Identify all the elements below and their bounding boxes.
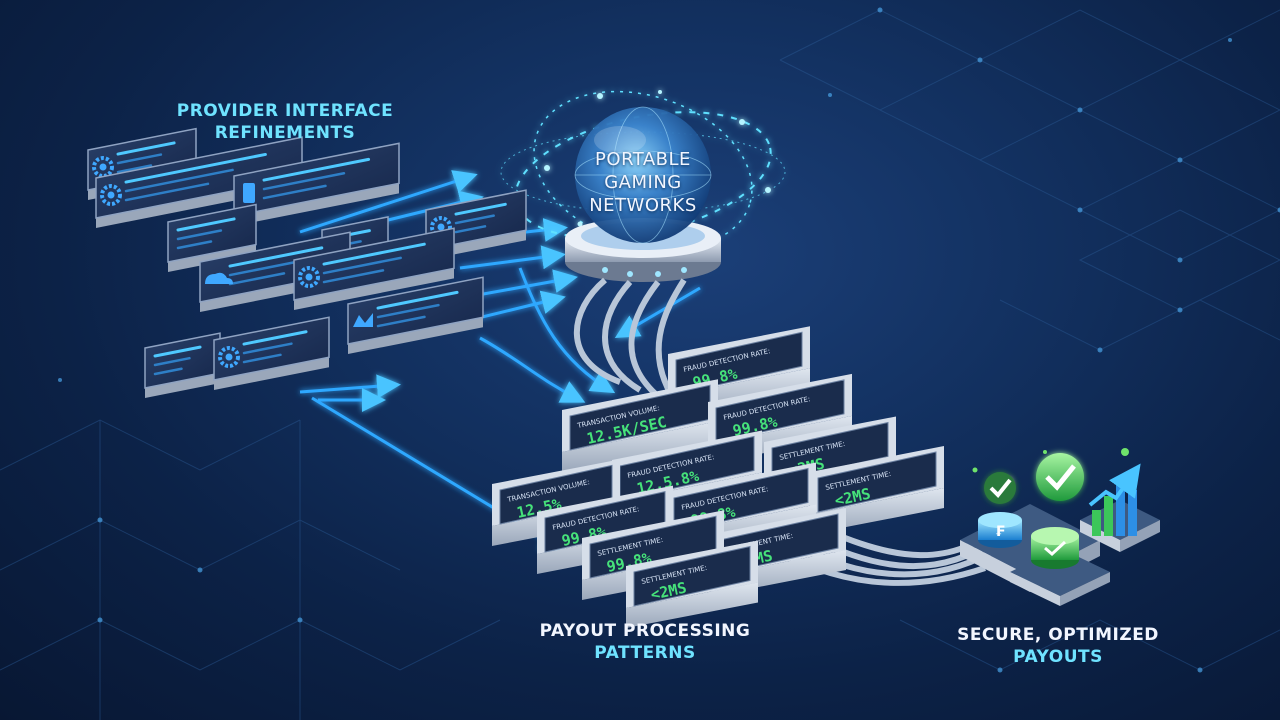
flow-arrow	[479, 336, 586, 403]
flow-arrow	[459, 245, 566, 270]
gear-icon	[298, 266, 320, 289]
hand-icon	[353, 313, 373, 328]
secure-payouts-title: SECURE, OPTIMIZED PAYOUTS	[950, 624, 1166, 668]
cloud-icon	[205, 272, 233, 285]
payout-processing-title: PAYOUT PROCESSING PATTERNS	[530, 620, 760, 664]
flow-arrow	[469, 290, 566, 322]
coin-stack-icon: ₣	[978, 512, 1022, 548]
provider-title-line2: REFINEMENTS	[214, 123, 356, 143]
payout-title-line1: PAYOUT PROCESSING	[539, 621, 751, 641]
provider-panel	[167, 203, 257, 272]
provider-title-line1: PROVIDER INTERFACE	[176, 101, 394, 121]
gear-icon	[218, 346, 240, 369]
checkmark-icon	[984, 472, 1016, 504]
secure-title-line2: PAYOUTS	[1013, 647, 1103, 667]
provider-panel	[144, 332, 221, 398]
gear-icon	[430, 216, 452, 239]
network-title: PORTABLE GAMING NETWORKS	[570, 148, 716, 217]
provider-panel	[293, 227, 455, 310]
provider-panel	[347, 276, 484, 354]
svg-text:₣: ₣	[995, 524, 1005, 540]
network-title-line3: NETWORKS	[589, 195, 697, 216]
growth-chart-icon	[1088, 463, 1141, 536]
flow-arrow	[299, 374, 401, 399]
provider-interface-panels	[87, 127, 527, 398]
phone-icon	[243, 183, 255, 204]
network-title-line2: GAMING	[604, 172, 682, 193]
provider-panel	[233, 142, 400, 226]
flow-arrow	[518, 267, 616, 394]
globe-icon	[574, 106, 712, 244]
cables-top	[573, 277, 687, 410]
provider-panel	[213, 316, 330, 390]
sparkle-dots	[972, 448, 1129, 473]
provider-interface-title: PROVIDER INTERFACE REFINEMENTS	[150, 100, 420, 144]
metric-tile: SETTLEMENT TIME:<2MS	[626, 540, 758, 628]
payout-metric-tiles: FRAUD DETECTION RATE:99.8%TRANSACTION VO…	[492, 326, 944, 628]
gear-icon	[92, 156, 114, 179]
secure-payout-cluster: ₣	[960, 448, 1160, 606]
metric-tile: TRANSACTION VOLUME:12.5K/SEC	[562, 379, 718, 472]
metric-tile: TRANSACTION VOLUME:12.5%	[492, 459, 620, 546]
coin-stack-icon	[1031, 527, 1079, 569]
background-network-nodes	[58, 7, 1280, 673]
secure-title-line1: SECURE, OPTIMIZED	[957, 625, 1159, 645]
metric-tile: FRAUD DETECTION RATE:99.8%	[668, 326, 810, 416]
gear-icon	[100, 184, 122, 207]
flow-arrow	[299, 170, 478, 234]
network-title-line1: PORTABLE	[595, 149, 691, 170]
checkmark-icon	[1036, 453, 1084, 501]
payout-title-line2: PATTERNS	[594, 643, 696, 663]
